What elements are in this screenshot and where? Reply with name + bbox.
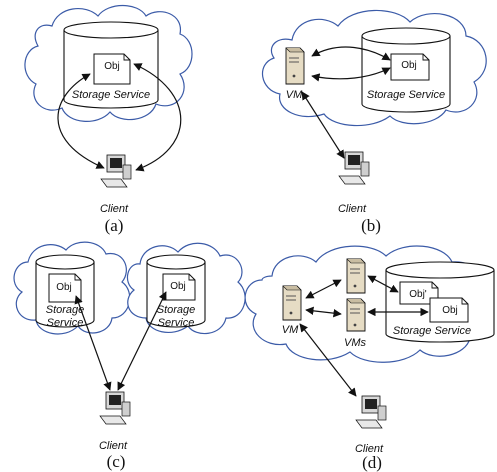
arrow-d-vms-top-to-obj-prime — [367, 275, 399, 293]
storage-label-c-left-1: Storage — [46, 304, 85, 316]
object-label-a: Obj — [104, 61, 120, 72]
vm-label-b: VM — [286, 89, 303, 101]
object-label-b: Obj — [401, 60, 417, 71]
client-label-d: Client — [355, 443, 384, 455]
storage-label-c-right-2: Service — [158, 317, 195, 329]
arrow-a-right — [133, 63, 182, 172]
object-doc-c-left — [48, 273, 82, 303]
object-doc-b — [390, 53, 430, 81]
arrow-b-storage-to-vm — [311, 67, 391, 82]
storage-label-c-left-2: Service — [47, 317, 84, 329]
arrow-c-right — [117, 291, 167, 391]
panel-a: Obj Storage Service Client (a) — [24, 4, 193, 235]
arrow-b-client-vm — [301, 91, 345, 159]
caption-a: (a) — [105, 216, 124, 235]
vm-server-icon-d — [282, 285, 302, 321]
object-label-d: Obj — [442, 305, 458, 316]
vm-server-icon-b — [285, 47, 305, 85]
panel-c: Obj Storage Service Obj Storage Service … — [13, 241, 246, 471]
caption-c: (c) — [107, 452, 126, 471]
client-computer-icon-c — [99, 391, 131, 425]
object-label-c-left: Obj — [56, 282, 72, 293]
vms-server-icon-d-bottom — [346, 298, 366, 332]
client-label-b: Client — [338, 203, 367, 215]
vms-label-d: VMs — [344, 337, 367, 349]
panel-d: Obj' Obj Storage Service VM — [244, 245, 495, 472]
arrow-a-left — [57, 73, 105, 169]
client-computer-icon-a — [100, 154, 132, 188]
panel-b: Obj Storage Service VM Client (b) — [261, 9, 487, 235]
arrow-d-vm-to-vms-top — [305, 279, 342, 299]
storage-label-d: Storage Service — [393, 325, 471, 337]
arrow-c-left — [74, 295, 112, 391]
object-doc-d — [429, 297, 469, 323]
object-prime-label-d: Obj' — [409, 289, 427, 300]
arrow-d-vm-to-vms-bottom — [305, 306, 342, 318]
arrow-d-client-vm — [299, 323, 357, 397]
vm-label-d: VM — [282, 324, 299, 336]
storage-label-c-right-1: Storage — [157, 304, 196, 316]
caption-d: (d) — [362, 453, 382, 472]
vms-server-icon-d-top — [346, 258, 366, 294]
caption-b: (b) — [361, 216, 381, 235]
storage-label-b: Storage Service — [367, 89, 445, 101]
storage-label-a: Storage Service — [72, 89, 150, 101]
object-label-c-right: Obj — [170, 281, 186, 292]
client-label-a: Client — [100, 203, 129, 215]
client-label-c: Client — [99, 440, 128, 452]
client-computer-icon-b — [338, 151, 370, 185]
client-computer-icon-d — [355, 395, 387, 429]
object-prime-doc-d — [399, 281, 439, 305]
arrow-b-vm-to-storage — [311, 46, 391, 61]
